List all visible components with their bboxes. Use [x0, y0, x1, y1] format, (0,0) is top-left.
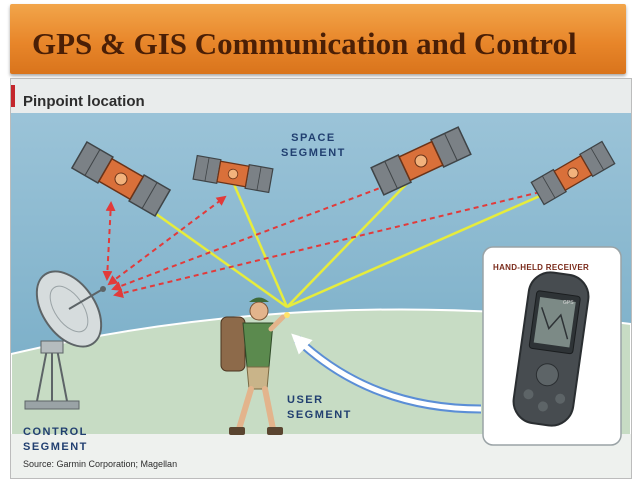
satellite-2 [192, 154, 274, 194]
control-links [102, 175, 563, 298]
hiker-figure [220, 297, 290, 435]
gps-diagram: Pinpoint location SPACE SEGMENT USER SEG… [10, 78, 632, 479]
source-note: Source: Garmin Corporation; Magellan [23, 459, 178, 469]
space-segment-label: SPACE SEGMENT [281, 131, 346, 161]
user-segment-line-2: SEGMENT [287, 409, 352, 421]
user-segment-line-1: USER [287, 394, 324, 406]
figure-title: Pinpoint location [23, 93, 145, 110]
title-bar: GPS & GIS Communication and Control [10, 4, 626, 74]
diagram-artwork [11, 79, 631, 478]
slide-title: GPS & GIS Communication and Control [32, 26, 577, 61]
control-station-dish [24, 270, 106, 410]
receiver-to-user-arrow-inner [291, 333, 482, 412]
satellite-3 [370, 126, 472, 196]
satellite-4 [530, 140, 616, 206]
handheld-gps-device [512, 271, 590, 427]
control-segment-line-2: SEGMENT [23, 441, 88, 453]
control-segment-line-1: CONTROL [23, 426, 88, 438]
space-segment-line-1: SPACE [291, 132, 336, 144]
title-accent [11, 85, 15, 107]
control-segment-label: CONTROL SEGMENT [23, 425, 88, 455]
receiver-screen-text: GPS [563, 300, 574, 306]
control-link [113, 184, 563, 298]
user-segment-label: USER SEGMENT [287, 393, 352, 423]
receiver-label: HAND-HELD RECEIVER [493, 263, 590, 272]
title-strip [11, 79, 631, 113]
space-segment-line-2: SEGMENT [281, 147, 346, 159]
receiver-panel [482, 246, 622, 446]
satellite-1 [70, 140, 172, 218]
